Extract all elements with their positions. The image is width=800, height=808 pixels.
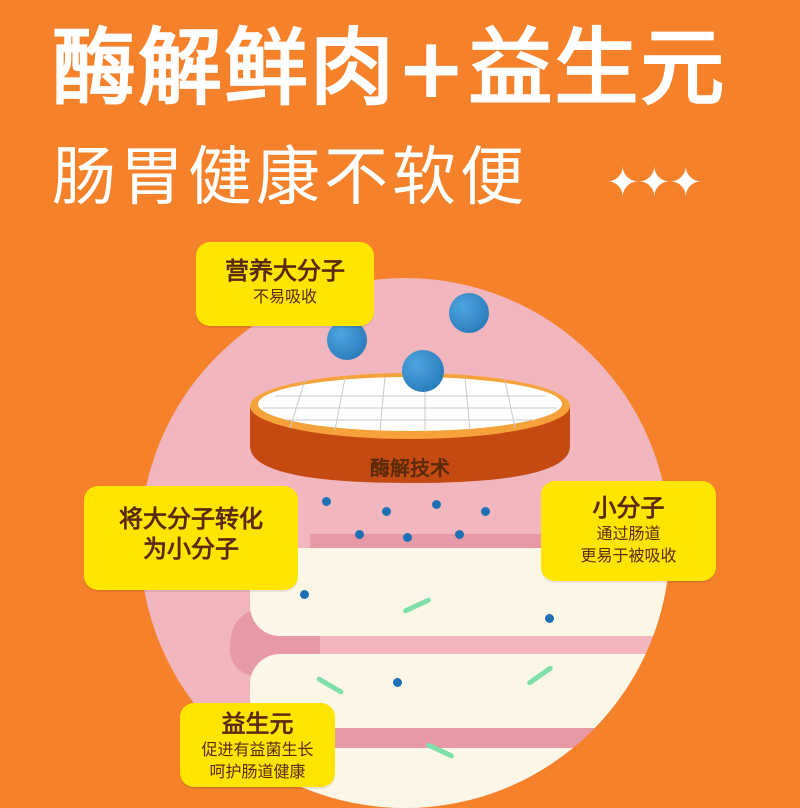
- macromolecule-ball: [402, 350, 444, 392]
- molecule-dot: [382, 507, 391, 516]
- callout-convert: 将大分子转化 为小分子: [84, 486, 298, 590]
- callout-text: 呵护肠道健康: [209, 762, 306, 781]
- headline: 酶解鲜肉+益生元: [52, 19, 727, 117]
- callout-text: 通过肠道: [596, 524, 661, 543]
- subheadline: 肠胃健康不软便: [52, 141, 528, 215]
- callout-line: 将大分子转化: [119, 505, 263, 533]
- molecule-dot: [355, 530, 364, 539]
- callout-small-molecule: 小分子 通过肠道 更易于被吸收: [541, 481, 716, 581]
- enzyme-disc: [250, 373, 570, 483]
- callout-text: 促进有益菌生长: [201, 740, 314, 759]
- macromolecule-ball: [327, 320, 367, 360]
- molecule-dot: [545, 614, 554, 623]
- macromolecule-ball: [449, 293, 489, 333]
- molecule-dot: [403, 533, 412, 542]
- callout-heading: 营养大分子: [225, 257, 345, 285]
- sparkle-icon: ✦✦✦: [606, 160, 703, 206]
- molecule-dot: [432, 500, 441, 509]
- molecule-dot: [300, 590, 309, 599]
- callout-text: 更易于被吸收: [580, 546, 677, 565]
- callout-line: 为小分子: [143, 535, 239, 563]
- molecule-dot: [455, 530, 464, 539]
- disc-label: 酶解技术: [370, 456, 450, 480]
- molecule-dot: [481, 507, 490, 516]
- molecule-dot: [322, 497, 331, 506]
- callout-text: 不易吸收: [252, 287, 317, 306]
- callout-heading: 小分子: [592, 494, 665, 522]
- callout-prebiotic: 益生元 促进有益菌生长 呵护肠道健康: [180, 703, 335, 787]
- molecule-dot: [393, 678, 402, 687]
- callout-macromolecule: 营养大分子 不易吸收: [196, 242, 374, 326]
- callout-heading: 益生元: [221, 710, 294, 738]
